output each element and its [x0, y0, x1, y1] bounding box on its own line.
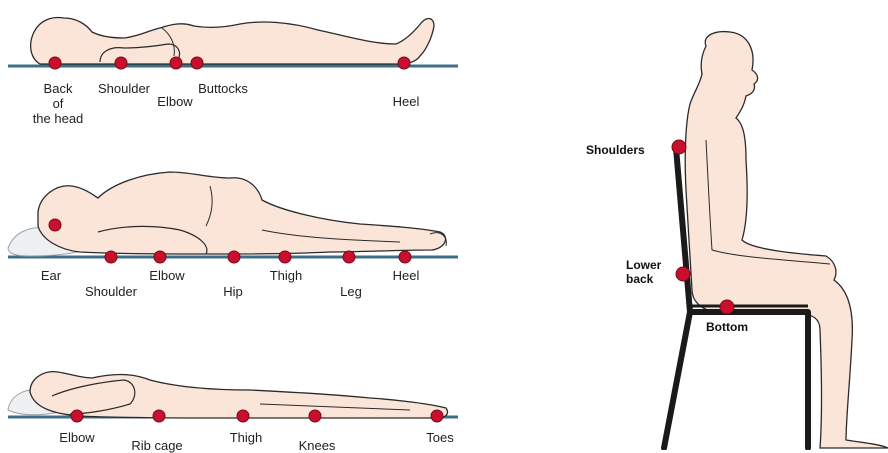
supine-label-shoulder: Shoulder	[92, 81, 156, 96]
prone-panel	[8, 372, 458, 422]
prone-label-knees: Knees	[292, 438, 342, 453]
side-lying-label-thigh: Thigh	[264, 268, 308, 283]
supine-point-heel	[398, 57, 410, 69]
supine-label-back-of-head: Back of the head	[26, 81, 90, 126]
prone-point-thigh	[237, 410, 249, 422]
supine-point-elbow	[170, 57, 182, 69]
prone-point-rib-cage	[153, 410, 165, 422]
prone-label-rib-cage: Rib cage	[124, 438, 190, 453]
side-lying-label-hip: Hip	[218, 284, 248, 299]
prone-label-thigh: Thigh	[224, 430, 268, 445]
prone-label-elbow: Elbow	[52, 430, 102, 445]
side-lying-label-heel: Heel	[386, 268, 426, 283]
side-lying-point-shoulder	[105, 251, 117, 263]
supine-label-heel: Heel	[386, 94, 426, 109]
supine-point-buttocks	[191, 57, 203, 69]
seated-body	[685, 32, 888, 448]
side-lying-point-ear	[49, 219, 61, 231]
side-lying-point-heel	[399, 251, 411, 263]
side-lying-label-leg: Leg	[336, 284, 366, 299]
seated-label-shoulders: Shoulders	[586, 143, 645, 157]
prone-point-elbow	[71, 410, 83, 422]
side-lying-label-shoulder: Shoulder	[78, 284, 144, 299]
seated-panel	[664, 32, 888, 448]
supine-panel	[8, 18, 458, 69]
seated-label-lower-back: Lower back	[626, 258, 661, 286]
side-lying-label-ear: Ear	[36, 268, 66, 283]
prone-point-toes	[431, 410, 443, 422]
seated-label-bottom: Bottom	[706, 320, 748, 334]
prone-body	[30, 372, 448, 418]
supine-label-elbow: Elbow	[150, 94, 200, 109]
prone-label-toes: Toes	[420, 430, 460, 445]
side-lying-point-elbow	[154, 251, 166, 263]
side-lying-point-hip	[228, 251, 240, 263]
seated-point-lower-back	[676, 267, 690, 281]
supine-point-shoulder	[115, 57, 127, 69]
side-lying-point-leg	[343, 251, 355, 263]
side-lying-point-thigh	[279, 251, 291, 263]
prone-point-knees	[309, 410, 321, 422]
supine-point-back-of-head	[49, 57, 61, 69]
side-lying-panel	[8, 172, 458, 263]
seated-point-shoulders	[672, 140, 686, 154]
supine-label-buttocks: Buttocks	[190, 81, 256, 96]
side-lying-label-elbow: Elbow	[142, 268, 192, 283]
seated-point-bottom	[720, 300, 734, 314]
supine-body	[31, 18, 434, 64]
